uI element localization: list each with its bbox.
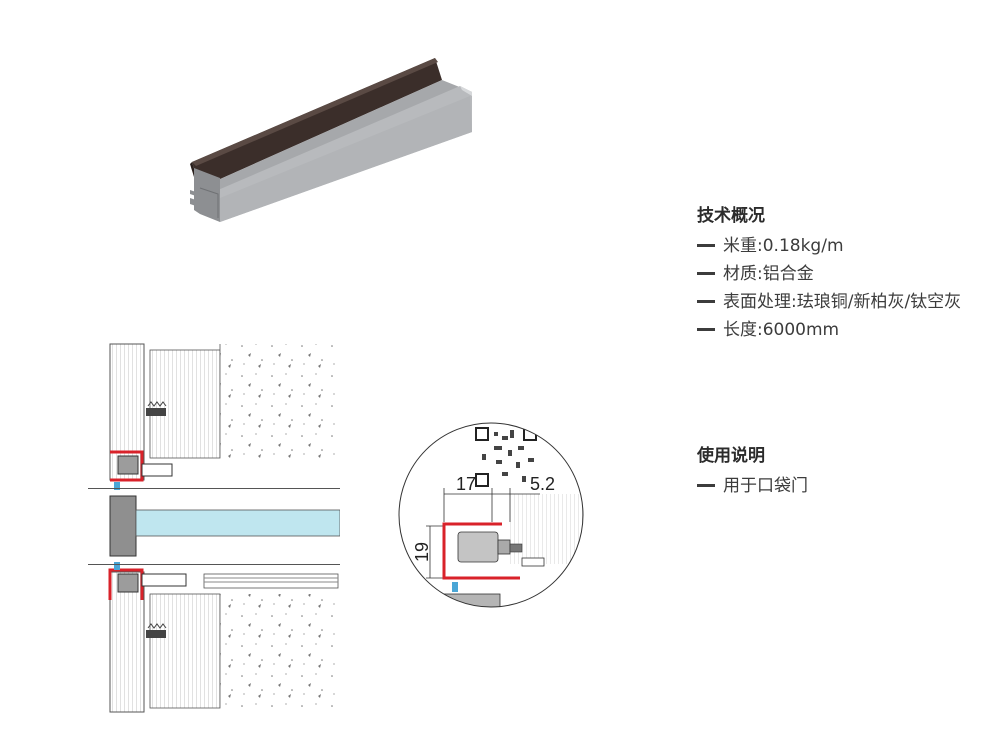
screw-lower [146,623,167,638]
concrete-upper [220,344,338,458]
spec-weight: 米重:0.18kg/m [697,232,973,260]
usage-section: 使用说明 用于口袋门 [697,444,808,500]
detail-magnify-circle: 17 5.2 19 [398,422,584,608]
screw-upper [146,401,167,416]
brush-strip [192,58,442,188]
usage-item-text: 用于口袋门 [723,476,808,496]
section-drawing [88,343,340,713]
spec-finish-text: 表面处理:珐琅铜/新柏灰/钛空灰 [723,292,962,312]
spec-weight-text: 米重:0.18kg/m [723,236,844,256]
product-render-image [190,58,472,222]
dimension-19: 19 [412,542,432,562]
dimension-5-2: 5.2 [530,474,555,494]
usage-title: 使用说明 [697,446,765,466]
dash-icon [697,244,715,247]
dash-icon [697,272,715,275]
glass-panel [135,509,340,537]
dash-icon [697,300,715,303]
tech-overview-title: 技术概况 [697,206,765,226]
concrete-lower [220,594,338,708]
dimension-17: 17 [456,474,476,494]
door-frame-profile [109,495,137,557]
usage-item: 用于口袋门 [697,472,808,500]
spec-material-text: 材质:铝合金 [723,264,814,284]
tech-overview-section: 技术概况 米重:0.18kg/m 材质:铝合金 表面处理:珐琅铜/新柏灰/钛空灰… [697,204,973,344]
detail-red-profile [442,522,520,580]
spec-length: 长度:6000mm [697,316,973,344]
dash-icon [697,484,715,487]
spec-finish: 表面处理:珐琅铜/新柏灰/钛空灰 [697,288,973,316]
spec-material: 材质:铝合金 [697,260,973,288]
qr-code-pattern [474,426,538,490]
left-panel-lower [109,571,145,713]
dash-icon [697,328,715,331]
spec-length-text: 长度:6000mm [723,320,840,340]
